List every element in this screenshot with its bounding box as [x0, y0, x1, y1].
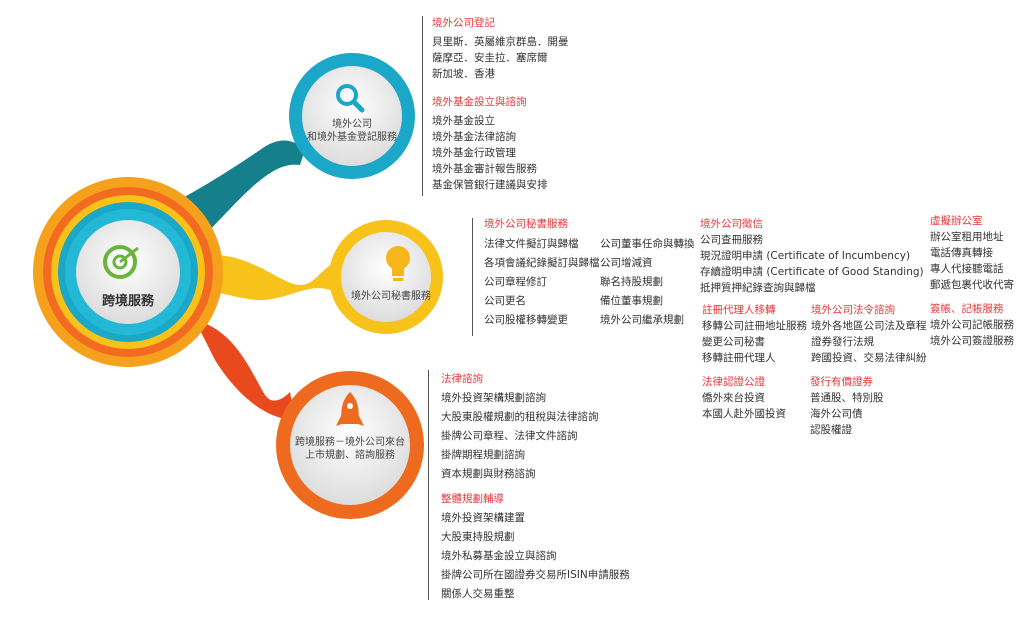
agent-group: 註冊代理人移轉 移轉公司註冊地址服務 變更公司秘書 移轉註冊代理人 — [702, 302, 807, 366]
node-label-line: 和境外基金登記服務 — [307, 132, 397, 143]
list-item: 掛牌公司章程、法律文件諮詢 — [441, 430, 578, 442]
list-item: 基金保管銀行建議與安排 — [432, 179, 548, 191]
center-circle — [33, 177, 223, 367]
group-title: 簽帳、記帳服務 — [930, 303, 1004, 315]
list-item: 本國人赴外國投資 — [702, 408, 786, 420]
list-item: 大股東股權規劃的租稅與法律諮詢 — [441, 411, 599, 423]
list-item: 證券發行法規 — [811, 336, 874, 348]
list-item: 境外基金行政管理 — [432, 147, 516, 159]
list-item: 掛牌公司所在國證券交易所ISIN申請服務 — [441, 569, 630, 581]
list-item: 境外私募基金設立與諮詢 — [441, 550, 557, 562]
list-item: 跨國投資、交易法律糾紛 — [811, 352, 927, 364]
list-item: 境外基金設立 — [432, 115, 495, 127]
list-item: 境外基金法律諮詢 — [432, 131, 516, 143]
divider — [472, 218, 473, 336]
notary-group: 法律認證公證 僑外來台投資 本國人赴外國投資 — [702, 374, 786, 422]
list-item: 境外公司簽證服務 — [930, 335, 1014, 347]
accounting-group: 簽帳、記帳服務 境外公司記帳服務 境外公司簽證服務 — [930, 301, 1014, 349]
list-item: 移轉公司註冊地址服務 — [702, 320, 807, 332]
list-item: 普通股、特別股 — [810, 392, 884, 404]
list-item: 境外投資架構建置 — [441, 512, 525, 524]
list-item: 關係人交易重整 — [441, 588, 515, 600]
group-title: 註冊代理人移轉 — [702, 304, 776, 316]
list-item: 各項會議紀錄擬訂與歸檔 — [484, 257, 600, 269]
registration-node-label[interactable]: 境外公司 和境外基金登記服務 — [300, 118, 404, 144]
list-item: 海外公司債 — [810, 408, 863, 420]
list-item: 郵遞包裹代收代寄 — [930, 279, 1014, 291]
connector-orange — [195, 320, 295, 420]
lightbulb-icon — [386, 246, 410, 281]
list-item: 公司股權移轉變更 — [484, 314, 568, 326]
node-label-line: 上市規劃、諮詢服務 — [305, 450, 395, 461]
secretary-node-circle — [329, 220, 443, 334]
connector-yellow — [200, 254, 335, 300]
group-title: 境外公司秘書服務 — [484, 218, 568, 230]
search-icon — [336, 84, 365, 113]
list-item: 公司更名 — [484, 295, 526, 307]
secretary-col1: 法律文件擬訂與歸檔 各項會議紀錄擬訂與歸檔 公司章程修訂 公司更名 公司股權移轉… — [484, 235, 600, 330]
list-item: 貝里斯．英屬維京群島．開曼 — [432, 36, 569, 48]
group-title: 整體規劃輔導 — [441, 493, 504, 505]
list-item: 辦公室租用地址 — [930, 231, 1004, 243]
list-item: 移轉註冊代理人 — [702, 352, 776, 364]
list-item: 公司查冊服務 — [700, 234, 763, 246]
list-item: 存續證明申請 (Certificate of Good Standing) — [700, 266, 924, 278]
law-group: 境外公司法令諮詢 境外各地區公司法及章程 證券發行法規 跨國投資、交易法律糾紛 — [811, 302, 927, 366]
list-item: 認股權證 — [810, 424, 852, 436]
list-item: 掛牌期程規劃諮詢 — [441, 449, 525, 461]
group-title: 境外公司法令諮詢 — [811, 304, 895, 316]
group-title: 境外公司徵信 — [700, 218, 763, 230]
node-label-line: 境外公司秘書服務 — [351, 291, 431, 302]
list-item: 公司章程修訂 — [484, 276, 547, 288]
list-item: 法律文件擬訂與歸檔 — [484, 238, 579, 250]
list-item: 電話傳真轉接 — [930, 247, 993, 259]
list-item: 大股東持股規劃 — [441, 531, 515, 543]
list-item: 僑外來台投資 — [702, 392, 765, 404]
center-label: 跨境服務 — [101, 294, 154, 309]
listing-node-label[interactable]: 跨境服務－境外公司來台 上市規劃、諮詢服務 — [290, 436, 410, 462]
list-item: 變更公司秘書 — [702, 336, 765, 348]
group-title: 法律諮詢 — [441, 373, 483, 385]
rocket-icon — [336, 392, 364, 426]
list-item: 抵押質押紀錄查詢與歸檔 — [700, 282, 816, 294]
list-item: 境外基金審計報告服務 — [432, 163, 537, 175]
credit-group: 境外公司徵信 公司查冊服務 現況證明申請 (Certificate of Inc… — [700, 216, 924, 296]
list-item: 新加坡．香港 — [432, 68, 495, 80]
group-title: 法律認證公證 — [702, 376, 765, 388]
group-title: 境外公司登記 — [432, 17, 495, 29]
target-icon — [103, 245, 139, 279]
list-item: 境外公司繼承規劃 — [600, 314, 684, 326]
list-item: 專人代接聽電話 — [930, 263, 1004, 275]
registration-panel: 境外公司登記 貝里斯．英屬維京群島．開曼 薩摩亞．安圭拉．塞席爾 新加坡．香港 … — [432, 15, 569, 193]
divider — [428, 370, 429, 600]
list-item: 境外投資架構規劃諮詢 — [441, 392, 546, 404]
list-item: 薩摩亞．安圭拉．塞席爾 — [432, 52, 548, 64]
listing-panel: 法律諮詢 境外投資架構規劃諮詢 大股東股權規劃的租稅與法律諮詢 掛牌公司章程、法… — [441, 370, 630, 604]
virtual-office-group: 虛擬辦公室 辦公室租用地址 電話傳真轉接 專人代接聽電話 郵遞包裹代收代寄 — [930, 213, 1014, 293]
listing-node-circle — [276, 371, 424, 519]
group-title: 虛擬辦公室 — [930, 215, 983, 227]
list-item: 聯名持股規劃 — [600, 276, 663, 288]
node-label-line: 跨境服務－境外公司來台 — [295, 437, 405, 448]
node-label-line: 境外公司 — [332, 119, 372, 130]
registration-node-circle — [289, 53, 415, 179]
list-item: 境外各地區公司法及章程 — [811, 320, 927, 332]
list-item: 境外公司記帳服務 — [930, 319, 1014, 331]
group-title: 境外基金設立與諮詢 — [432, 96, 527, 108]
list-item: 公司增減資 — [600, 257, 653, 269]
securities-group: 發行有價證券 普通股、特別股 海外公司債 認股權證 — [810, 374, 884, 438]
divider — [422, 16, 423, 196]
list-item: 現況證明申請 (Certificate of Incumbency) — [700, 250, 911, 262]
group-title: 發行有價證券 — [810, 376, 873, 388]
secretary-node-label[interactable]: 境外公司秘書服務 — [346, 290, 436, 303]
list-item: 資本規劃與財務諮詢 — [441, 468, 536, 480]
list-item: 備位董事規劃 — [600, 295, 663, 307]
list-item: 公司董事任命與轉換 — [600, 238, 695, 250]
secretary-col2: 公司董事任命與轉換 公司增減資 聯名持股規劃 備位董事規劃 境外公司繼承規劃 — [600, 235, 695, 330]
